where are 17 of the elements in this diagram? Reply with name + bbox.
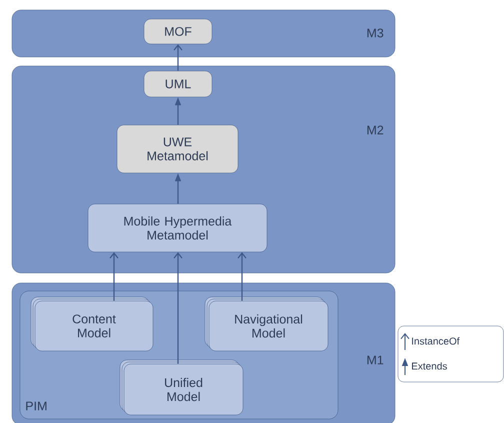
level-label: M3 <box>367 28 384 38</box>
stacked-model-box: Unified Model <box>120 360 244 416</box>
stacked-model-box: Navigational Model <box>204 296 328 352</box>
stacked-model-box: Content Model <box>30 296 154 352</box>
arrow <box>174 44 182 71</box>
level-label: PIM <box>26 402 46 410</box>
model-box: Mobile Hypermedia Metamodel <box>88 204 268 252</box>
model-box: MOF <box>144 18 212 44</box>
legend-label: InstanceOf <box>412 337 460 345</box>
arrow <box>174 252 182 364</box>
level-label: M1 <box>367 356 384 364</box>
model-box: UWE Metamodel <box>116 124 238 174</box>
level-label: M2 <box>367 126 384 134</box>
arrow <box>238 252 246 301</box>
arrow <box>110 252 118 301</box>
legend-label: Extends <box>412 362 447 370</box>
model-box: UML <box>144 70 212 98</box>
